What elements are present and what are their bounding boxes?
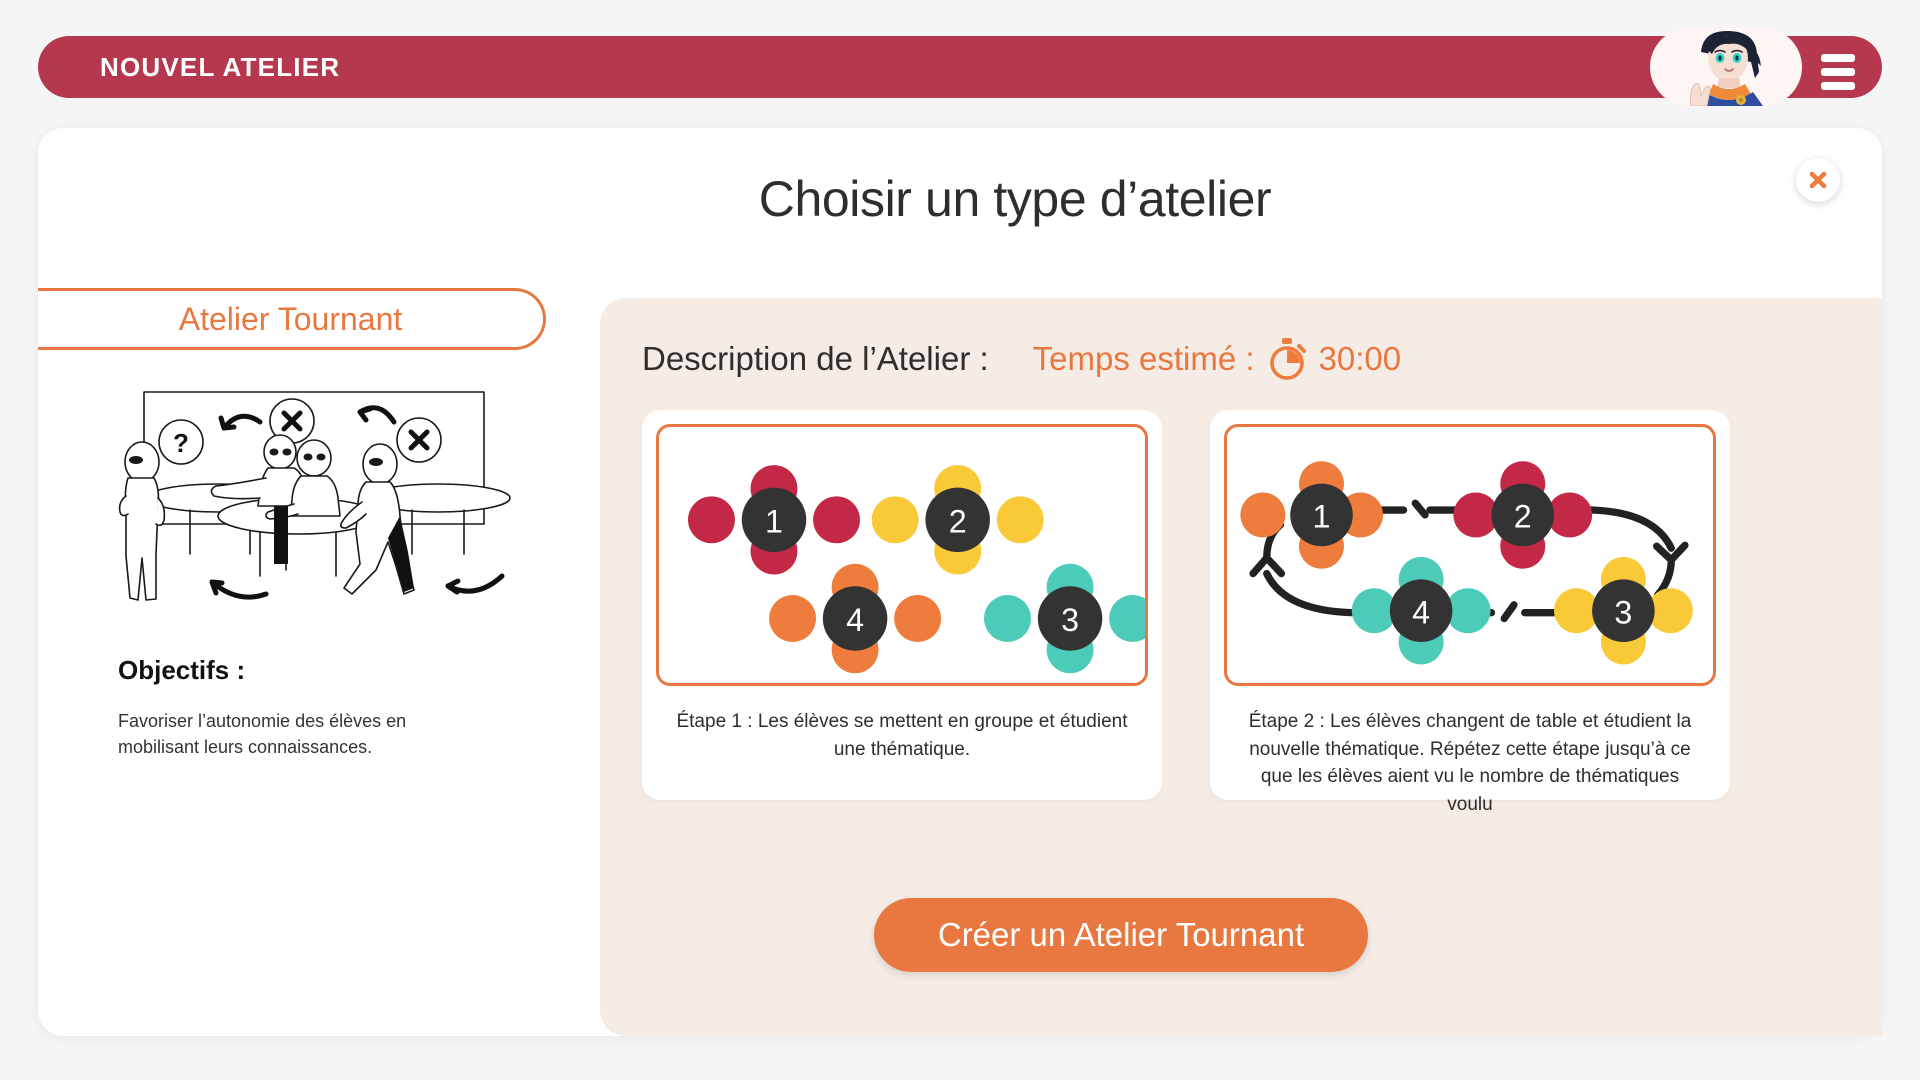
sidebar-item-atelier-tournant[interactable]: Atelier Tournant [38,288,546,350]
step-1-caption: Étape 1 : Les élèves se mettent en group… [676,711,1128,760]
svg-text:2: 2 [1514,499,1532,535]
description-label: Description de l’Atelier : [642,340,989,377]
description-panel: Description de l’Atelier : Temps estimé … [600,298,1882,1036]
svg-text:1: 1 [765,504,783,540]
group-node-1: 1 [688,465,860,575]
svg-text:4: 4 [1412,594,1430,630]
step-2-diagram: 1 2 [1224,424,1716,686]
steps-row: 1 2 [642,410,1882,815]
atelier-tournant-illustration: ? [118,391,511,601]
objectifs-text: Favoriser l’autonomie des élèves en mobi… [118,711,407,758]
close-icon[interactable] [1796,158,1840,202]
objectifs-title: Objectifs : [118,655,246,685]
avatar-illustration [1690,30,1763,106]
estimated-time: Temps estimé : 30:00 [1032,338,1402,380]
svg-text:4: 4 [846,602,864,638]
description-header: Description de l’Atelier : Temps estimé … [642,338,1882,380]
hamburger-menu-icon[interactable] [1810,44,1866,100]
page-title: Choisir un type d’atelier [758,171,1272,227]
group-node-3: 3 [1554,556,1693,665]
svg-text:1: 1 [1313,499,1331,535]
menu-bar-3 [1821,82,1855,90]
svg-text:3: 3 [1614,594,1632,630]
app-title: NOUVEL ATELIER [100,51,341,82]
group-node-2: 2 [1453,461,1593,569]
group-node-1: 1 [1240,461,1384,569]
group-node-2: 2 [871,465,1044,575]
menu-bar-2 [1821,68,1855,76]
menu-bar-1 [1821,54,1855,62]
atelier-modal: Choisir un type d’atelier Atelier Tourna… [38,128,1882,1036]
svg-text:?: ? [173,428,189,458]
step-card-2: 1 2 [1210,410,1730,815]
sidebar-item-label: Atelier Tournant [178,300,403,337]
estimated-time-value: 30:00 [1318,340,1402,377]
step-1-diagram: 1 2 [656,424,1148,686]
avatar[interactable] [1650,28,1802,106]
group-node-4: 4 [769,563,942,674]
sidebar: Atelier Tournant [38,288,598,1036]
top-header-bar: NOUVEL ATELIER [38,28,1882,106]
svg-text:3: 3 [1061,602,1079,638]
svg-text:2: 2 [949,504,967,540]
stopwatch-icon [1269,338,1306,380]
group-node-3: 3 [984,563,1145,674]
step-card-1: 1 2 [642,410,1162,800]
close-x-glyph [1809,171,1827,189]
group-node-4: 4 [1351,556,1491,665]
create-atelier-button[interactable]: Créer un Atelier Tournant [873,898,1369,972]
cta-container: Créer un Atelier Tournant [600,898,1882,972]
header-actions [1650,28,1866,106]
step-2-caption: Étape 2 : Les élèves changent de table e… [1248,711,1692,815]
estimated-time-label: Temps estimé : [1032,340,1255,377]
